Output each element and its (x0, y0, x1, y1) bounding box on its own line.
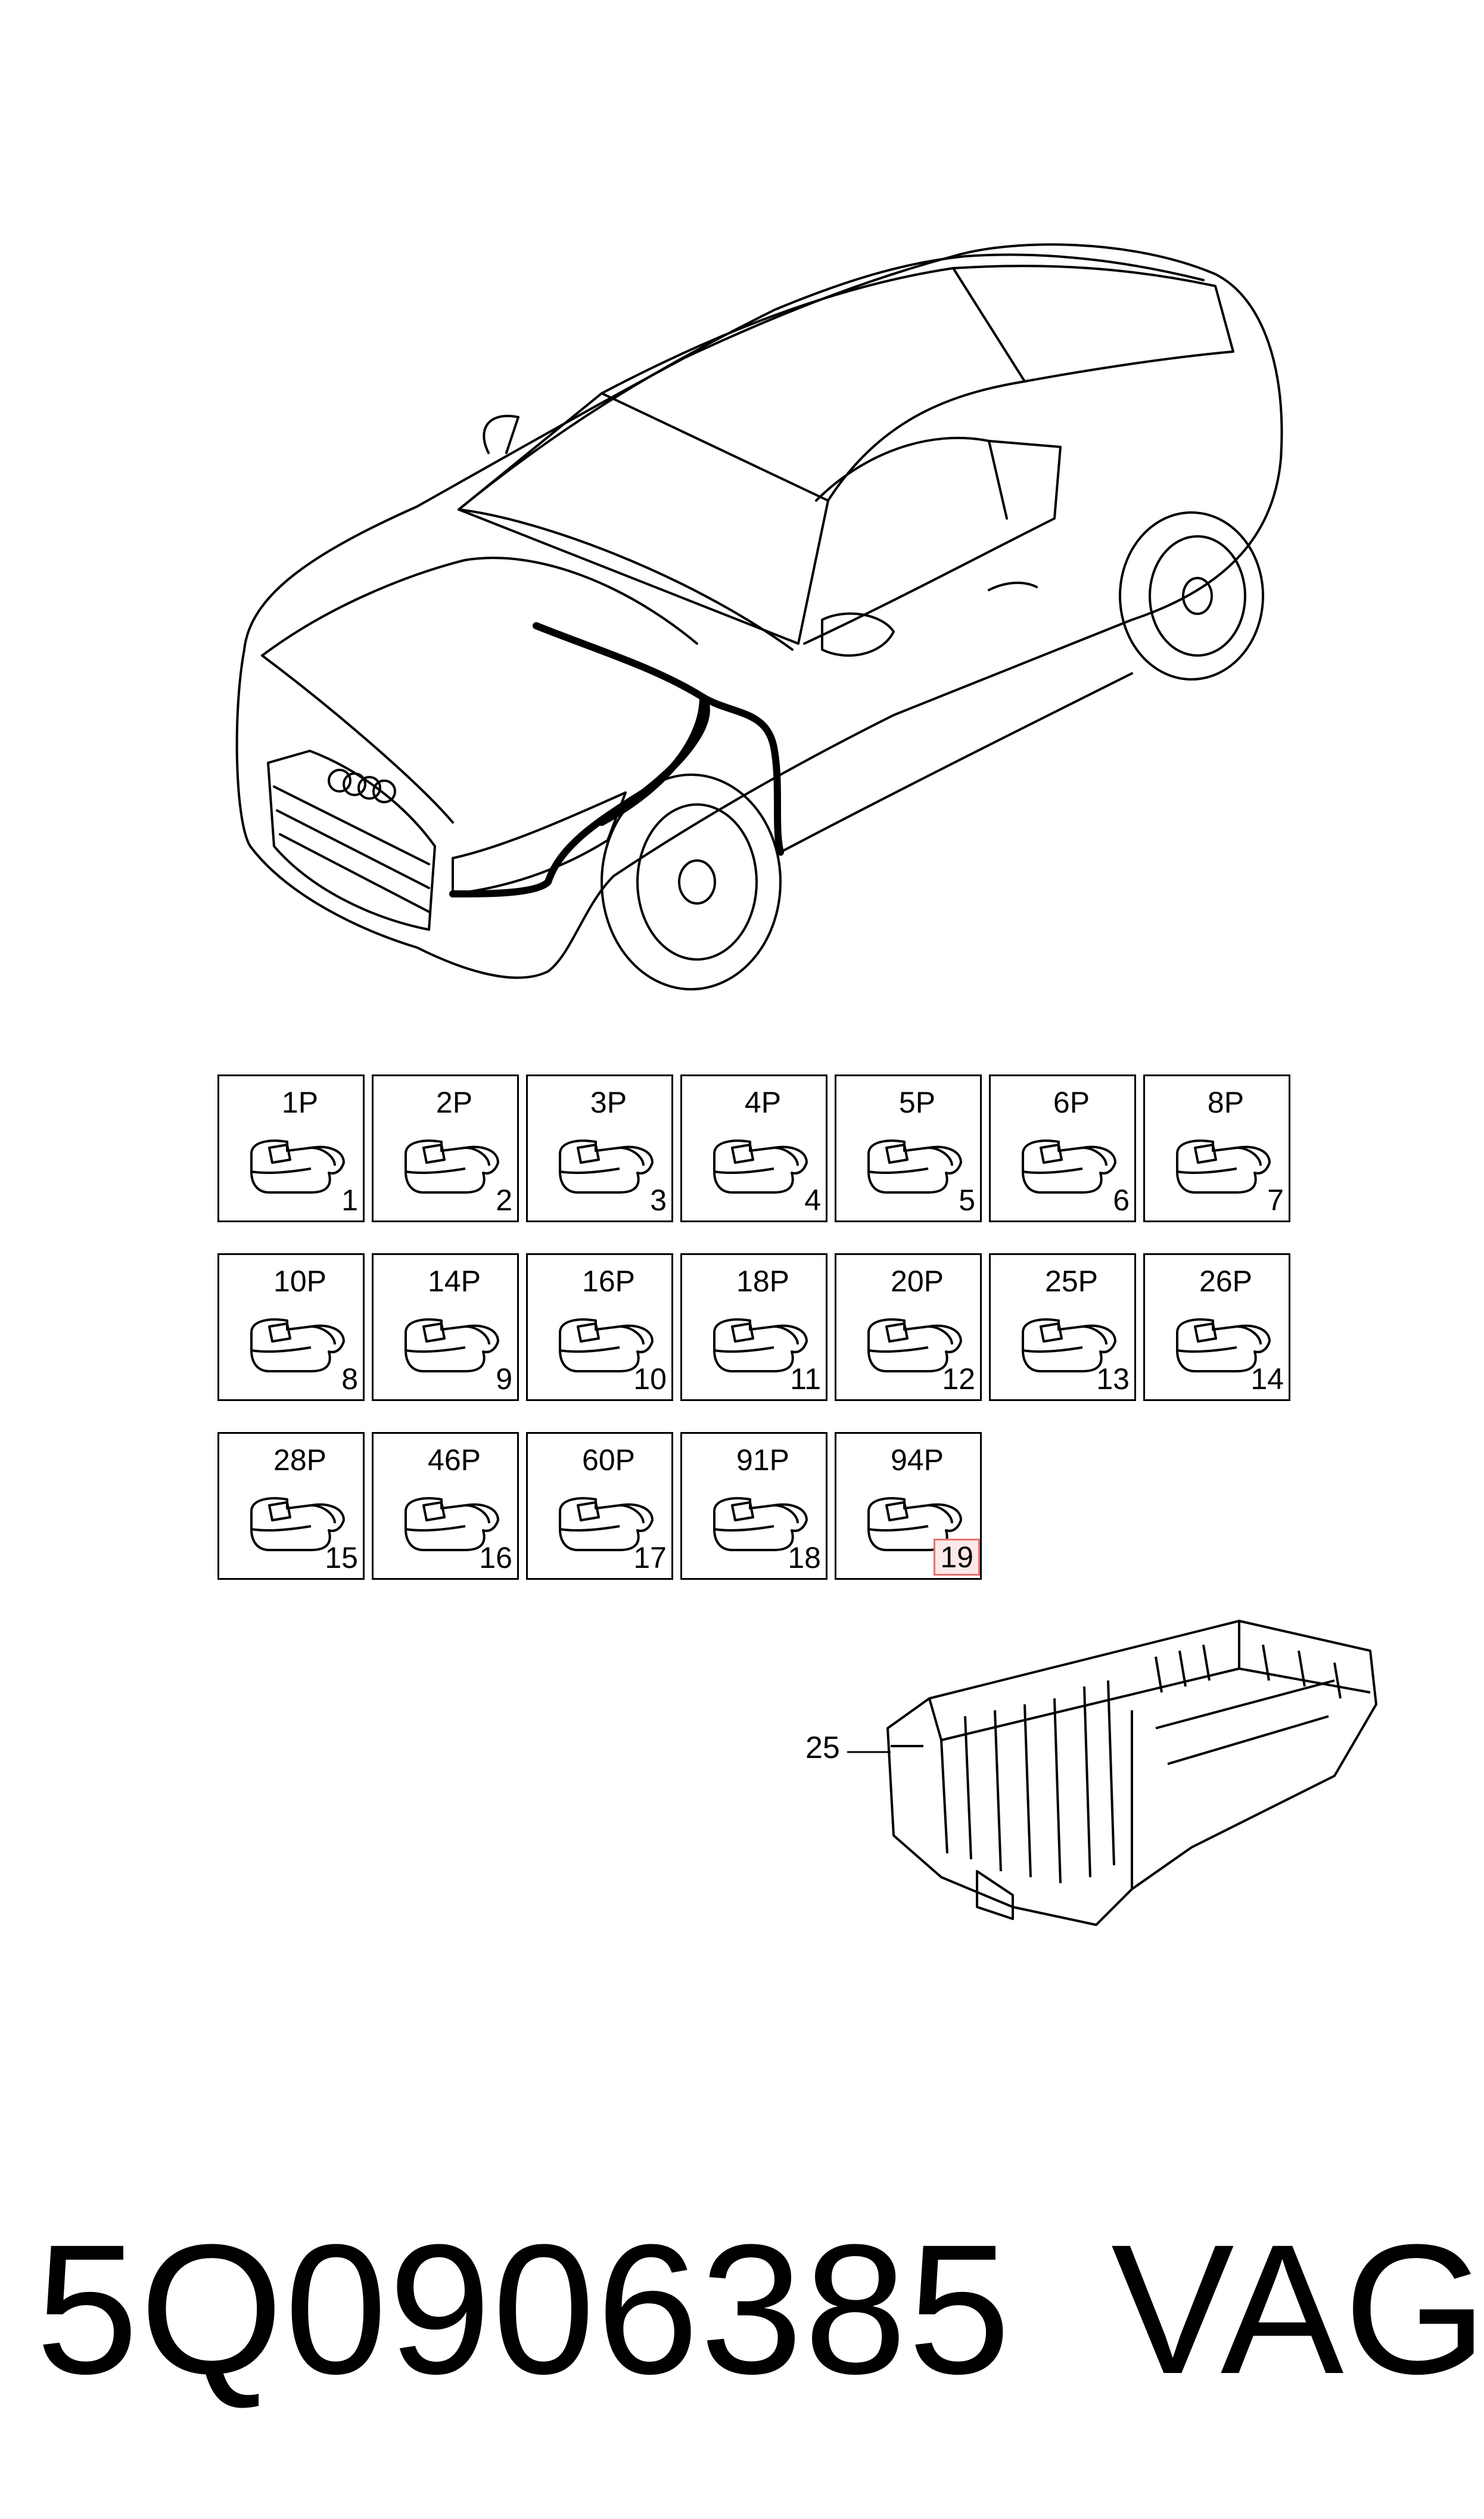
fuse-box-callout: 25 (805, 1731, 840, 1765)
connector-pin-count: 2P (435, 1086, 473, 1119)
connector-cell-18: 91P 18 (680, 1432, 827, 1580)
connector-callout-number: 6 (1113, 1184, 1130, 1217)
connector-pin-count: 28P (273, 1443, 326, 1477)
connector-cell-6: 6P 6 (989, 1074, 1136, 1222)
connector-pin-count: 46P (428, 1443, 481, 1477)
connector-cell-3: 3P 3 (526, 1074, 673, 1222)
connector-cell-15: 28P 15 (217, 1432, 365, 1580)
connector-pin-count: 1P (281, 1086, 319, 1119)
connector-callout-number: 11 (790, 1362, 821, 1396)
connector-callout-number: 4 (804, 1184, 821, 1217)
connector-pin-count: 6P (1053, 1086, 1090, 1119)
connector-callout-number: 2 (496, 1184, 512, 1217)
connector-callout-number: 3 (650, 1184, 667, 1217)
connector-cell-11: 18P 11 (680, 1253, 827, 1401)
connector-callout-number: 9 (496, 1362, 512, 1396)
fuse-box-illustration (847, 1620, 1377, 1926)
connector-callout-number: 5 (959, 1184, 975, 1217)
connector-pin-count: 3P (590, 1086, 627, 1119)
connector-cell-12: 20P 12 (835, 1253, 982, 1401)
connector-pin-count: 60P (582, 1443, 635, 1477)
connector-callout-number: 15 (325, 1541, 358, 1574)
connector-cell-9: 14P 9 (372, 1253, 519, 1401)
connector-callout-number: 14 (1250, 1362, 1284, 1396)
connector-pin-count: 25P (1045, 1265, 1098, 1298)
connector-pin-count: 18P (736, 1265, 789, 1298)
connector-pin-count: 14P (428, 1265, 481, 1298)
connector-pin-count: 20P (891, 1265, 944, 1298)
connector-cell-17: 60P 17 (526, 1432, 673, 1580)
connector-pin-count: 26P (1199, 1265, 1252, 1298)
connector-pin-count: 5P (898, 1086, 936, 1119)
car-illustration (235, 243, 1283, 990)
connector-cell-19: 94P 19 (835, 1432, 982, 1580)
connector-cell-8: 10P 8 (217, 1253, 365, 1401)
brand-name: VAG (1111, 2206, 1484, 2412)
connector-pin-count: 10P (273, 1265, 326, 1298)
connector-callout-number: 17 (633, 1541, 667, 1574)
connector-cell-10: 16P 10 (526, 1253, 673, 1401)
connector-callout-number: 10 (633, 1362, 667, 1396)
connector-pin-count: 16P (582, 1265, 635, 1298)
connector-cell-2: 2P 2 (372, 1074, 519, 1222)
connector-callout-number: 7 (1267, 1184, 1284, 1217)
connector-cell-7: 8P 7 (1143, 1074, 1290, 1222)
connector-cell-1: 1P 1 (217, 1074, 365, 1222)
part-number: 5Q0906385 (36, 2206, 1012, 2412)
connector-cell-5: 5P 5 (835, 1074, 982, 1222)
connector-pin-count: 94P (891, 1443, 944, 1477)
connector-cell-14: 26P 14 (1143, 1253, 1290, 1401)
connector-cell-13: 25P 13 (989, 1253, 1136, 1401)
connector-pin-count: 8P (1207, 1086, 1245, 1119)
connector-callout-number: 18 (788, 1541, 821, 1574)
connector-callout-number: 13 (1096, 1362, 1130, 1396)
connector-callout-number: 8 (341, 1362, 358, 1396)
connector-pin-count: 91P (736, 1443, 789, 1477)
connector-callout-number: 19 (934, 1539, 980, 1576)
connector-cell-4: 4P 4 (680, 1074, 827, 1222)
connector-pin-count: 4P (744, 1086, 782, 1119)
connector-callout-number: 1 (341, 1184, 358, 1217)
connector-cell-16: 46P 16 (372, 1432, 519, 1580)
connector-callout-number: 16 (479, 1541, 512, 1574)
connector-callout-number: 12 (942, 1362, 975, 1396)
